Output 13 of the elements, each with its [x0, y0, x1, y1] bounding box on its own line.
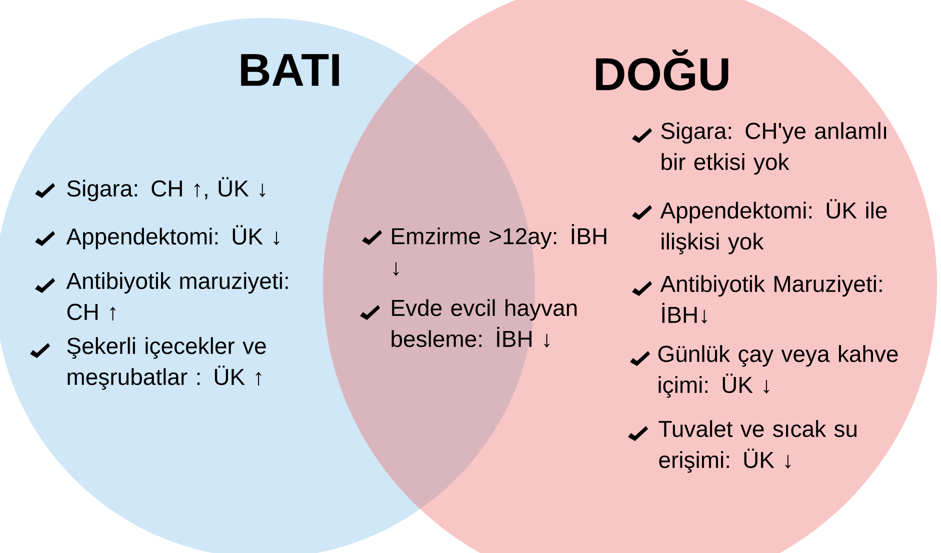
- heading: BATI: [241, 54, 339, 86]
- list-item: Sigara: CH'ye anlamlı bir etkisi yok: [661, 122, 886, 175]
- list-item: Appendektomi: ÜK ile ilişkisi yok: [660, 199, 887, 254]
- list-item: Emzirme >12ay: İBH ↓: [392, 224, 606, 276]
- list-item: Antibiyotik maruziyeti: CH ↑: [66, 272, 288, 321]
- list-item: Sigara: CH ↑, ÜK ↓: [67, 177, 266, 202]
- list-item: Tuvalet ve sıcak su erişimi: ÜK ↓: [658, 420, 856, 473]
- list-item: Şekerli içecekler ve meşrubatlar : ÜK ↑: [67, 337, 266, 390]
- list-item: Evde evcil hayvan besleme: İBH ↓: [392, 299, 577, 348]
- heading: DOĞU: [596, 49, 728, 91]
- list-item: Appendektomi: ÜK ↓: [66, 225, 280, 250]
- list-item: Antibiyotik Maruziyeti: İBH↓: [660, 275, 882, 324]
- list-item: Günlük çay veya kahve içimi: ÜK ↓: [658, 345, 898, 398]
